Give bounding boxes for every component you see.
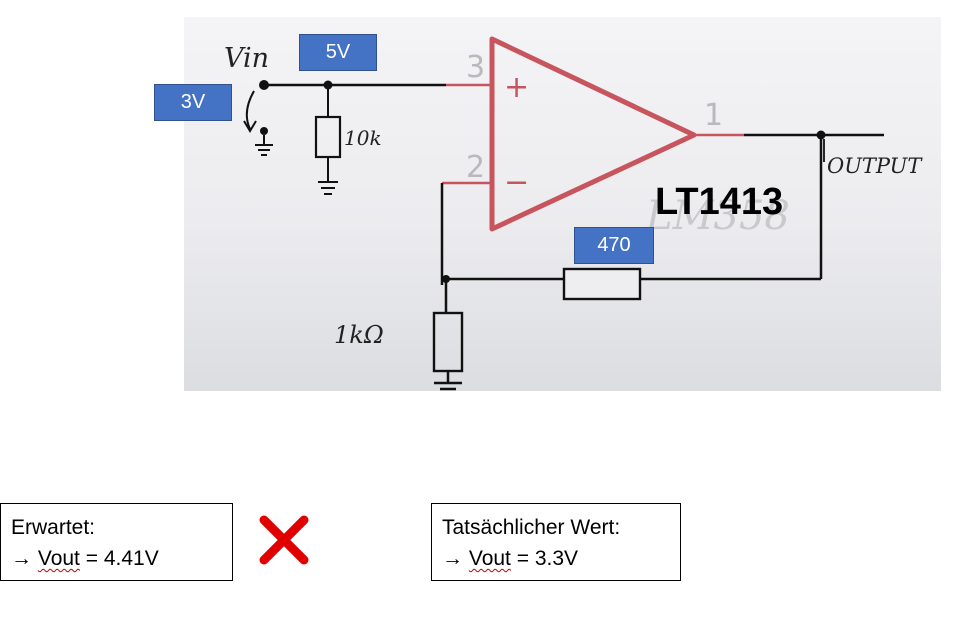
- pin-3-text: 3: [466, 50, 485, 85]
- r1k-ground-icon: [434, 381, 462, 391]
- expected-arrow-icon: →: [11, 547, 32, 570]
- opamp-triangle: [489, 36, 697, 232]
- r10k-ground-icon: [318, 181, 338, 195]
- vin-arrowhead: [243, 120, 257, 133]
- r1k-text: 1kΩ: [334, 321, 384, 349]
- output-text: OUTPUT: [827, 154, 923, 178]
- pin-1-text: 1: [704, 98, 723, 133]
- cross-mark-icon: [259, 515, 309, 565]
- vin-value-box: 3V: [154, 84, 232, 121]
- actual-value: = 3.3V: [510, 547, 579, 570]
- expected-title: Erwartet:: [11, 516, 96, 539]
- expected-var: Vout: [37, 547, 80, 570]
- r10k-body: [314, 115, 342, 159]
- feedback-resistor-body: [562, 267, 642, 301]
- actual-var: Vout: [468, 547, 511, 570]
- actual-box: Tatsächlicher Wert: → Vout = 3.3V: [431, 503, 681, 581]
- actual-title: Tatsächlicher Wert:: [442, 516, 621, 539]
- pin-2-text: 2: [466, 150, 485, 185]
- feedback-resistor-value-box: 470: [574, 227, 654, 264]
- vin-ground-node: [260, 127, 268, 135]
- r10k-text: 10k: [344, 126, 382, 150]
- vin-text: Vin: [224, 43, 269, 74]
- actual-arrow-icon: →: [442, 547, 463, 570]
- vin-arrow: [245, 90, 255, 130]
- expected-line: → Vout = 4.41V: [11, 543, 222, 574]
- minus-sign: −: [504, 165, 529, 200]
- vin-ground-icon: [255, 135, 273, 156]
- chip-name-label: LT1413: [655, 181, 784, 223]
- actual-line: → Vout = 3.3V: [442, 543, 670, 574]
- schematic-photo: LM358 Vin 10k + − 3 2 1: [184, 17, 941, 391]
- input-node-value-box: 5V: [299, 34, 377, 71]
- expected-box: Erwartet: → Vout = 4.41V: [0, 503, 233, 581]
- opamp-schematic: LM358 Vin 10k + − 3 2 1: [224, 36, 923, 391]
- faded-part-text: LM358: [645, 193, 790, 239]
- r1k-body: [432, 311, 464, 373]
- expected-value: = 4.41V: [79, 547, 159, 570]
- plus-sign: +: [504, 70, 529, 105]
